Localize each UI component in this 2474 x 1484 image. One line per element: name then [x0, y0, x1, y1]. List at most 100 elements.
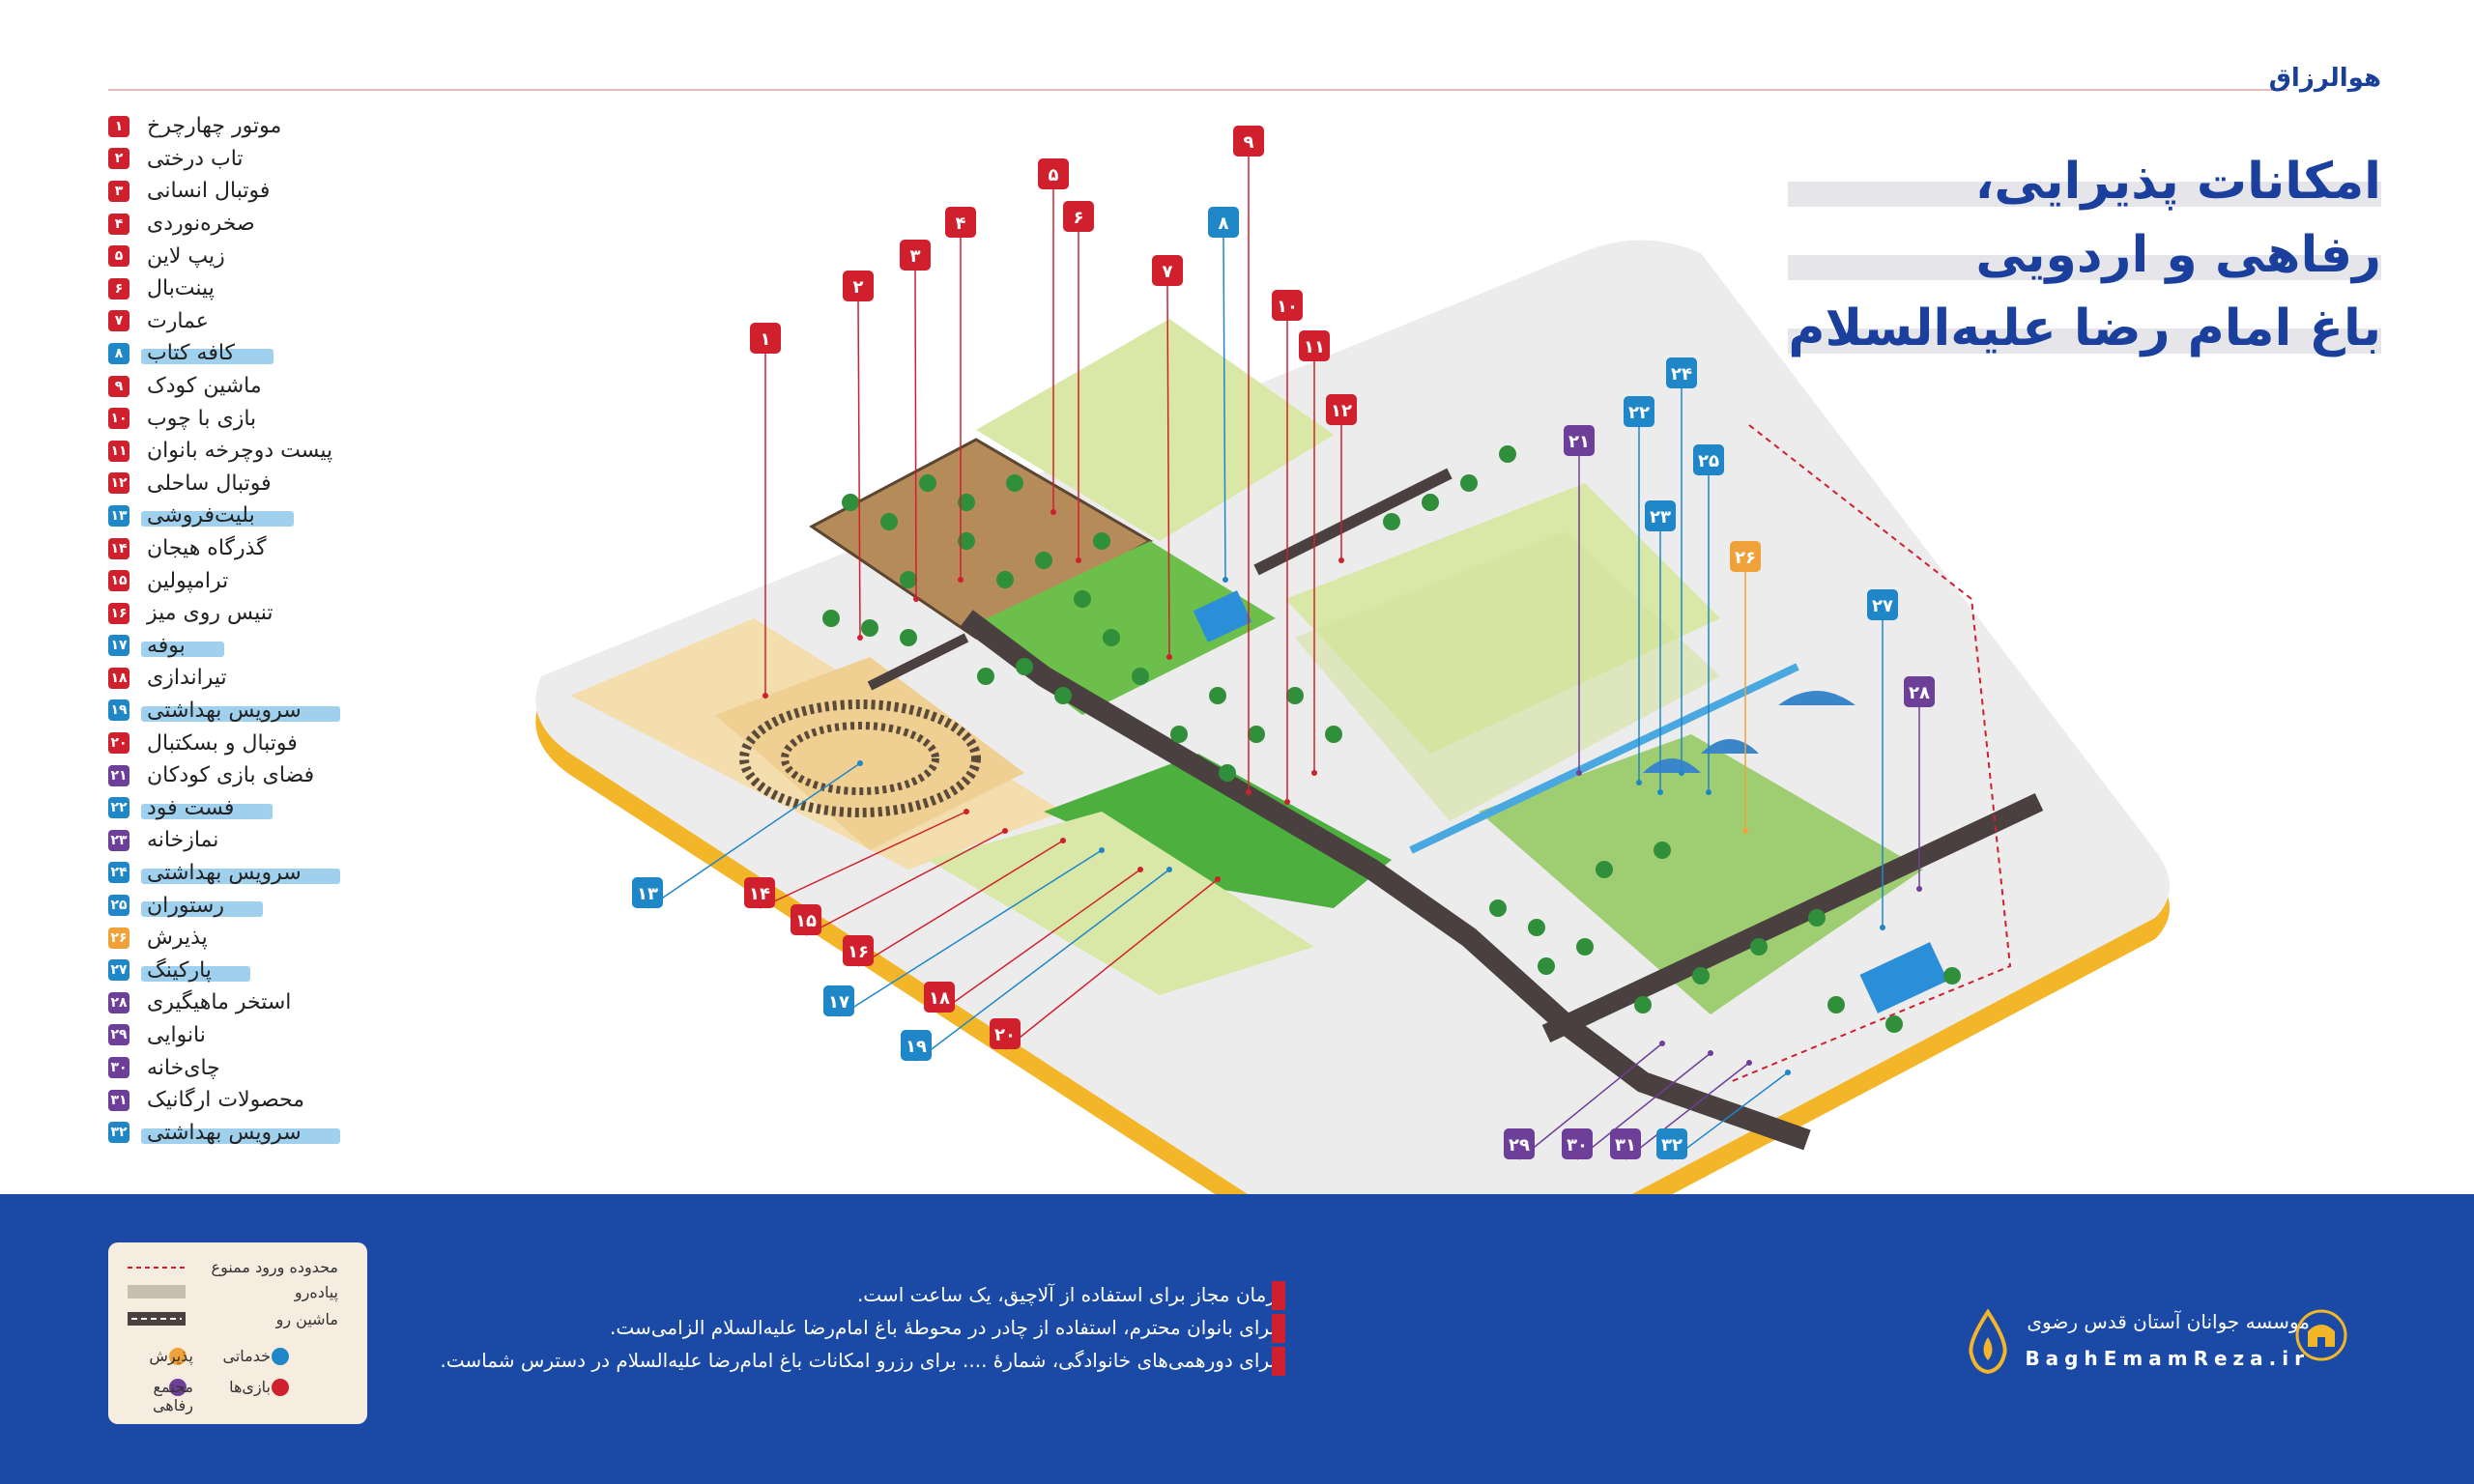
map-marker[interactable]: ۹	[1233, 126, 1264, 157]
marker-badge[interactable]	[1867, 589, 1898, 620]
org-name: موسسه جوانان آستان قدس رضوی	[2027, 1310, 2310, 1333]
map-marker[interactable]: ۱۳	[632, 877, 663, 908]
marker-badge[interactable]	[1666, 357, 1697, 388]
marker-badge[interactable]	[843, 935, 874, 966]
marker-badge[interactable]	[1693, 444, 1724, 475]
map-marker[interactable]: ۲۷	[1867, 589, 1898, 620]
marker-badge[interactable]	[1233, 126, 1264, 157]
legend-label: ماشین کودک	[147, 374, 262, 399]
map-marker[interactable]: ۱۵	[791, 904, 821, 935]
marker-badge[interactable]	[1562, 1128, 1593, 1159]
map-marker[interactable]: ۲۹	[1504, 1128, 1535, 1159]
leader-end-dot	[1636, 780, 1642, 785]
marker-badge[interactable]	[990, 1018, 1021, 1049]
marker-badge[interactable]	[1208, 207, 1239, 238]
marker-badge[interactable]	[945, 207, 976, 238]
map-marker[interactable]: ۲۲	[1624, 396, 1654, 427]
legend-label: فوتبال انسانی	[147, 179, 271, 204]
leader-end-dot	[958, 577, 964, 583]
tree	[900, 571, 917, 588]
map-marker[interactable]: ۱۰	[1272, 290, 1303, 321]
map-marker[interactable]: ۱۴	[744, 877, 775, 908]
marker-badge[interactable]	[1152, 255, 1183, 286]
map-marker[interactable]: ۳۱	[1610, 1128, 1641, 1159]
legend-label: فوتبال و بسکتبال	[147, 730, 298, 756]
marker-badge[interactable]	[1326, 394, 1357, 425]
marker-badge[interactable]	[632, 877, 663, 908]
legend-number-badge: ۱۱	[108, 440, 129, 462]
leader-end-dot	[1657, 789, 1663, 795]
marker-number: ۱۱	[1304, 337, 1325, 357]
marker-badge[interactable]	[1564, 425, 1595, 456]
marker-badge[interactable]	[1904, 676, 1935, 707]
leader-end-dot	[1215, 876, 1221, 882]
map-marker[interactable]: ۲۵	[1693, 444, 1724, 475]
marker-badge[interactable]	[843, 271, 874, 301]
marker-badge[interactable]	[1730, 541, 1761, 572]
key-symbols	[128, 1267, 289, 1396]
map-marker[interactable]: ۱۱	[1299, 330, 1330, 361]
map-marker[interactable]: ۲۱	[1564, 425, 1595, 456]
map-marker[interactable]: ۱۸	[924, 982, 955, 1013]
marker-badge[interactable]	[1610, 1128, 1641, 1159]
leader-line	[857, 300, 861, 639]
map-marker[interactable]: ۵	[1038, 158, 1069, 189]
marker-badge[interactable]	[1272, 290, 1303, 321]
tree	[1499, 445, 1516, 463]
map-marker[interactable]: ۱۷	[823, 985, 854, 1016]
tree	[958, 494, 975, 511]
map-marker[interactable]: ۲۴	[1666, 357, 1697, 388]
tree	[1093, 532, 1110, 550]
map-marker[interactable]: ۲۳	[1645, 500, 1676, 531]
map-marker[interactable]: ۶	[1063, 201, 1094, 232]
map-marker[interactable]: ۳	[900, 240, 931, 271]
marker-badge[interactable]	[1504, 1128, 1535, 1159]
marker-badge[interactable]	[1656, 1128, 1687, 1159]
marker-badge[interactable]	[1624, 396, 1654, 427]
map-marker[interactable]: ۳۰	[1562, 1128, 1593, 1159]
org-website[interactable]: BaghEmamReza.ir	[2025, 1347, 2310, 1370]
marker-badge[interactable]	[1063, 201, 1094, 232]
leader-end-dot	[1576, 770, 1582, 776]
marker-badge[interactable]	[1299, 330, 1330, 361]
marker-number: ۲۵	[1698, 451, 1719, 471]
marker-badge[interactable]	[1038, 158, 1069, 189]
tree	[900, 629, 917, 646]
field-3	[928, 812, 1314, 995]
map-marker[interactable]: ۲۸	[1904, 676, 1935, 707]
map-marker[interactable]: ۱۹	[901, 1030, 932, 1061]
marker-number: ۱۳	[637, 884, 658, 904]
marker-badge[interactable]	[791, 904, 821, 935]
title-line-3: باغ امام رضا علیه‌السلام	[1788, 292, 2381, 365]
marker-badge[interactable]	[744, 877, 775, 908]
main-road	[960, 610, 1811, 1151]
key-welfare: مجتمع رفاهی	[152, 1378, 193, 1414]
map-marker[interactable]: ۱۲	[1326, 394, 1357, 425]
marker-badge[interactable]	[1645, 500, 1676, 531]
map-marker[interactable]: ۳۲	[1656, 1128, 1687, 1159]
map-marker[interactable]: ۲۰	[990, 1018, 1021, 1049]
map-marker[interactable]: ۱۶	[843, 935, 874, 966]
leader-line	[1004, 878, 1219, 1050]
map-marker[interactable]: ۲	[843, 271, 874, 301]
map-marker[interactable]: ۷	[1152, 255, 1183, 286]
legend-item: ۳ فوتبال انسانی	[108, 175, 398, 208]
marker-badge[interactable]	[901, 1030, 932, 1061]
legend-number-badge: ۲۴	[108, 862, 129, 884]
marker-badge[interactable]	[924, 982, 955, 1013]
leader-end-dot	[1060, 838, 1066, 843]
legend-number-badge: ۳	[108, 180, 129, 202]
marker-badge[interactable]	[823, 985, 854, 1016]
legend-label: سرویس بهداشتی	[141, 1120, 340, 1145]
map-marker[interactable]: ۸	[1208, 207, 1239, 238]
marker-badge[interactable]	[900, 240, 931, 271]
map-marker[interactable]: ۱	[750, 323, 781, 354]
marker-badge[interactable]	[750, 323, 781, 354]
tree	[1827, 996, 1845, 1013]
map-marker[interactable]: ۴	[945, 207, 976, 238]
map-marker[interactable]: ۲۶	[1730, 541, 1761, 572]
